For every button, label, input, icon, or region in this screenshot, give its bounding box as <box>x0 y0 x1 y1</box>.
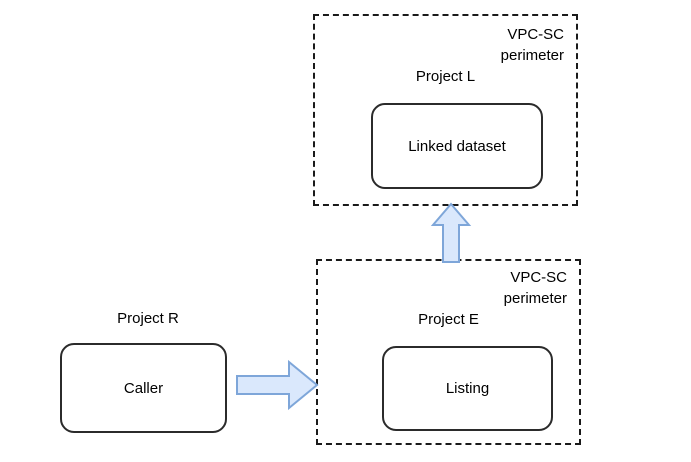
perimeter-label-project-e: VPC-SC perimeter <box>503 269 567 307</box>
node-linked-dataset-label: Linked dataset <box>408 137 506 155</box>
project-label-l: Project L <box>415 68 476 85</box>
arrow-up-icon <box>430 202 472 263</box>
node-listing[interactable]: Listing <box>382 346 553 431</box>
project-label-e: Project E <box>418 311 479 328</box>
vpc-sc-perimeter-project-l: VPC-SC perimeter Project L <box>313 14 578 206</box>
node-linked-dataset[interactable]: Linked dataset <box>371 103 543 189</box>
arrow-right-caller-to-listing <box>236 359 319 411</box>
node-listing-label: Listing <box>445 380 490 397</box>
project-label-r: Project R <box>117 310 179 327</box>
arrow-up-listing-to-linked-dataset <box>430 202 472 263</box>
arrow-right-icon <box>236 359 319 411</box>
perimeter-label-project-l: VPC-SC perimeter <box>500 26 564 64</box>
node-caller[interactable]: Caller <box>60 343 227 433</box>
node-caller-label: Caller <box>123 379 164 397</box>
